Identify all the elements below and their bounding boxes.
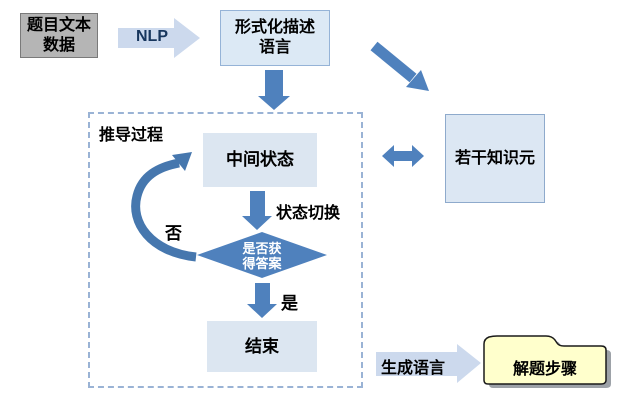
decision-diamond — [197, 232, 327, 278]
node-answer-decision-label: 是否获 得答案 — [242, 241, 282, 271]
arrow-state-to-decision — [242, 191, 272, 230]
nlp-arrow — [118, 18, 200, 58]
generate-language-label: 生成语言 — [381, 360, 446, 377]
arrow-formal-to-derivation — [258, 70, 290, 110]
arrow-decision-to-end — [247, 283, 277, 318]
node-formal-description-language: 形式化描述 语言 — [220, 10, 330, 66]
derivation-process-label: 推导过程 — [99, 127, 164, 144]
node-knowledge-units: 若干知识元 — [445, 114, 545, 203]
nlp-arrow-label: NLP — [136, 28, 168, 45]
decision-yes-label: 是 — [281, 294, 298, 313]
node-intermediate-state: 中间状态 — [203, 133, 317, 187]
derivation-process-frame — [88, 112, 363, 388]
decision-no-label: 否 — [165, 224, 182, 243]
double-arrow-derivation-knowledge — [382, 145, 424, 167]
solution-folder-shape — [483, 335, 607, 385]
state-switch-label: 状态切换 — [276, 205, 341, 222]
loop-arrow-no-curve — [131, 158, 197, 262]
node-end: 结束 — [207, 321, 317, 372]
loop-arrow-no-head — [172, 152, 192, 171]
node-problem-text-data: 题目文本 数据 — [20, 13, 98, 58]
arrow-formal-to-knowledge-shaft — [370, 41, 417, 83]
arrow-formal-to-knowledge-head — [406, 70, 429, 91]
generate-language-arrow — [376, 344, 481, 383]
node-solution-steps-label: 解题步骤 — [512, 361, 577, 378]
